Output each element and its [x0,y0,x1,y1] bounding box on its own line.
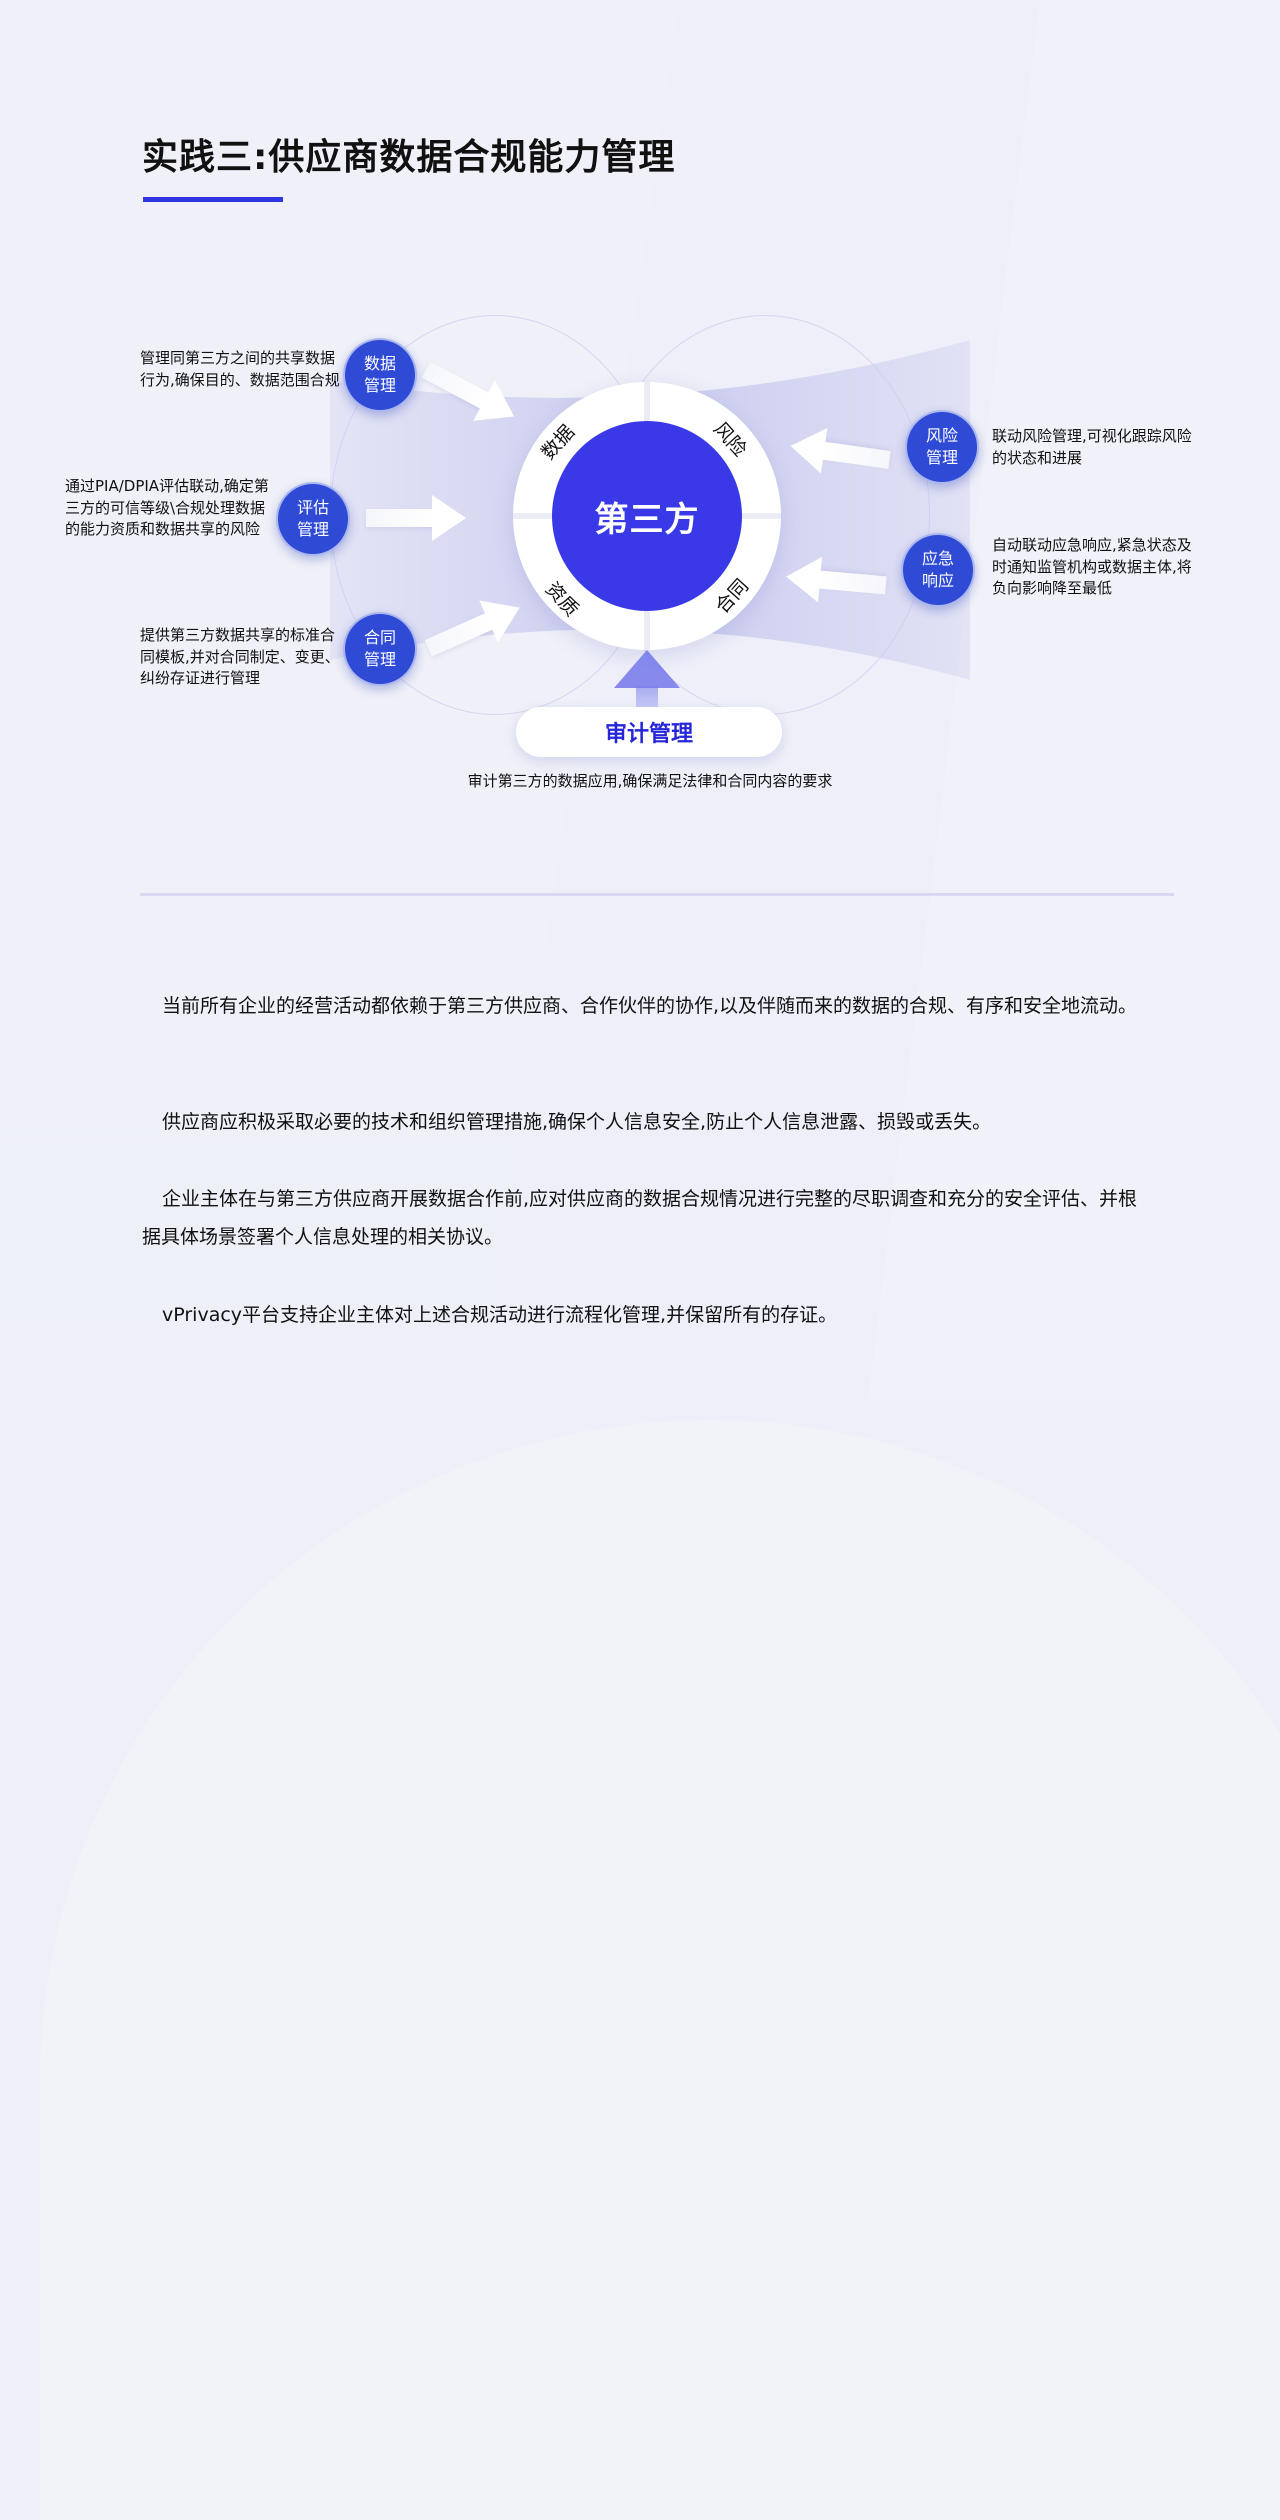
paragraph-2: 供应商应积极采取必要的技术和组织管理措施,确保个人信息安全,防止个人信息泄露、损… [162,1111,992,1133]
section-divider [140,893,1174,896]
arrow-icon [784,553,888,609]
audit-description: 审计第三方的数据应用,确保满足法律和合同内容的要求 [467,772,833,790]
node-desc-contract-management: 提供第三方数据共享的标准合同模板,并对合同制定、变更、纠纷存证进行管理 [140,626,340,687]
audit-label: 审计管理 [604,722,693,747]
audit-management-pill: 审计管理 [516,707,782,757]
third-party-diagram: 第三方 数据 风险 资质 合同 数据管理 管理同第三方之间的共享数据行为,确保目… [0,280,1280,820]
node-risk-management: 风险管理 [905,410,979,484]
background-stripe-left [0,0,694,1800]
background-arch [40,1420,1280,2520]
page-title: 实践三:供应商数据合规能力管理 [142,137,676,178]
node-desc-data-management: 管理同第三方之间的共享数据行为,确保目的、数据范围合规 [140,349,340,389]
node-emergency-response: 应急响应 [901,533,975,607]
node-desc-risk-management: 联动风险管理,可视化跟踪风险的状态和进展 [992,427,1192,467]
title-underline [143,197,283,202]
node-desc-emergency-response: 自动联动应急响应,紧急状态及时通知监管机构或数据主体,将负向影响降至最低 [992,536,1192,597]
node-contract-management: 合同管理 [343,612,417,686]
arrow-icon [366,495,466,541]
paragraph-1: 当前所有企业的经营活动都依赖于第三方供应商、合作伙伴的协作,以及伴随而来的数据的… [162,995,1138,1017]
node-assessment-management: 评估管理 [276,482,350,556]
center-circle: 第三方 [552,421,742,611]
node-data-management: 数据管理 [343,338,417,412]
paragraph-4: vPrivacy平台支持企业主体对上述合规活动进行流程化管理,并保留所有的存证。 [162,1304,838,1326]
paragraph-3: 企业主体在与第三方供应商开展数据合作前,应对供应商的数据合规情况进行完整的尽职调… [142,1188,1138,1248]
node-desc-assessment-management: 通过PIA/DPIA评估联动,确定第三方的可信等级\合规处理数据的能力资质和数据… [65,477,269,538]
center-label: 第三方 [594,499,700,540]
